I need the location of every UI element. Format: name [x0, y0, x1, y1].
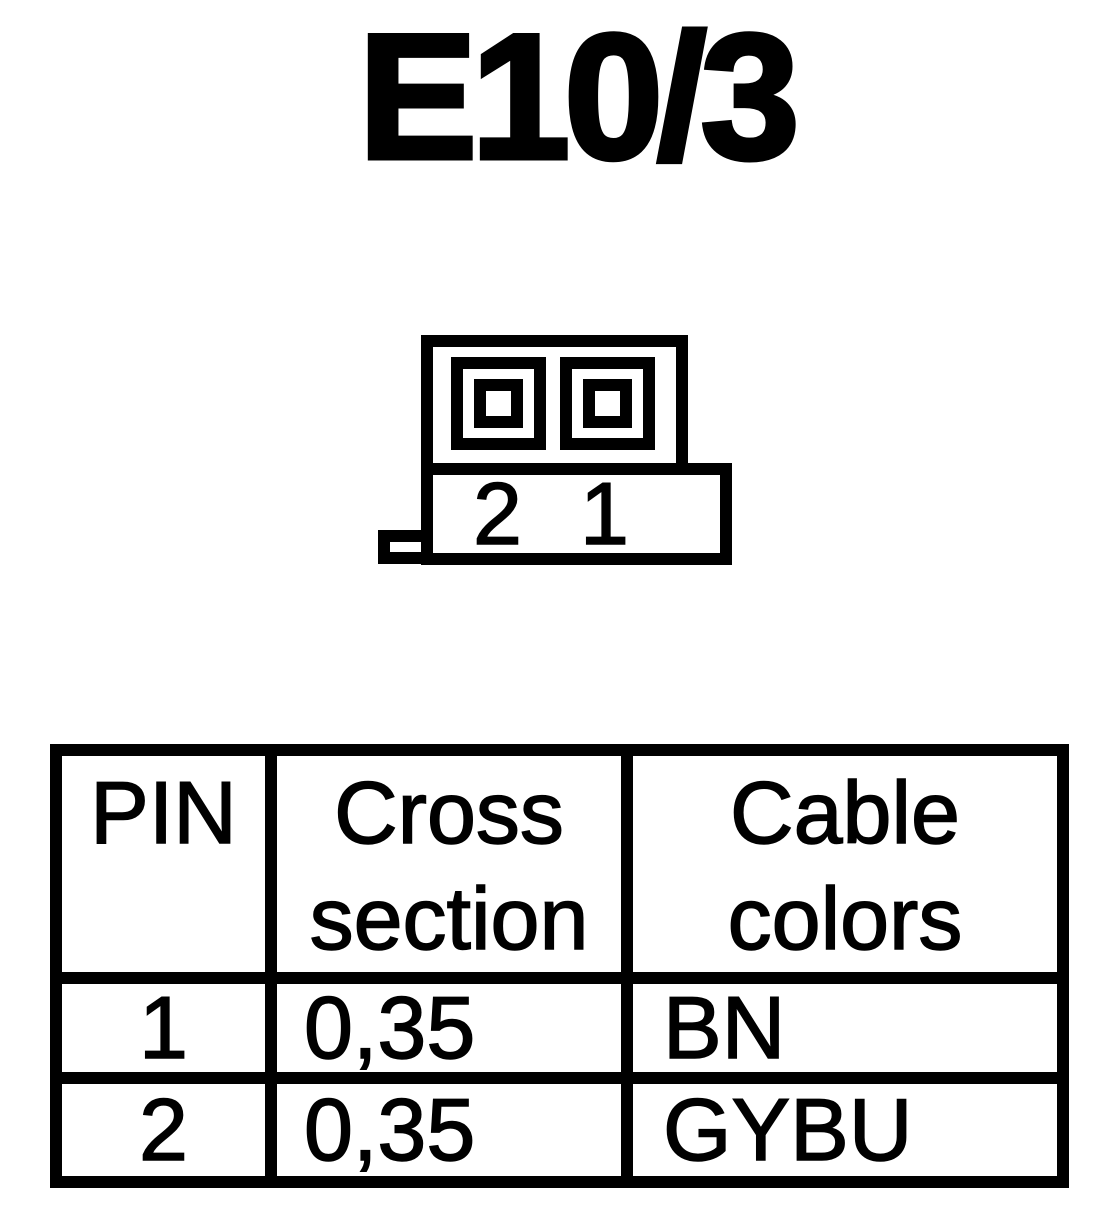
cell-pin-2: 2 [50, 1072, 277, 1188]
pin-terminal-1 [583, 379, 632, 428]
connector-id-title: E10/3 [356, 0, 802, 196]
pin-terminal-2 [474, 379, 523, 428]
header-cable-colors: Cable colors [621, 744, 1069, 984]
table-header-row: PIN Cross section Cable colors [50, 744, 1069, 984]
cell-cable-color-2: GYBU [621, 1072, 1069, 1188]
cell-pin-1: 1 [50, 972, 277, 1084]
cell-cross-section-2: 0,35 [265, 1072, 633, 1188]
pin-number-1: 1 [579, 464, 629, 563]
pin-number-2: 2 [472, 464, 522, 563]
table-row: 2 0,35 GYBU [50, 1072, 1069, 1188]
table-row: 1 0,35 BN [50, 972, 1069, 1084]
connector-housing [421, 335, 688, 475]
pin-socket-1 [560, 357, 655, 450]
pinout-table: PIN Cross section Cable colors 1 0,35 BN… [50, 744, 1069, 1188]
pin-socket-2 [451, 357, 546, 450]
cell-cable-color-1: BN [621, 972, 1069, 1084]
header-cross-section: Cross section [265, 744, 633, 984]
connector-base: 2 1 [421, 463, 732, 565]
header-pin: PIN [50, 744, 277, 984]
cell-cross-section-1: 0,35 [265, 972, 633, 1084]
